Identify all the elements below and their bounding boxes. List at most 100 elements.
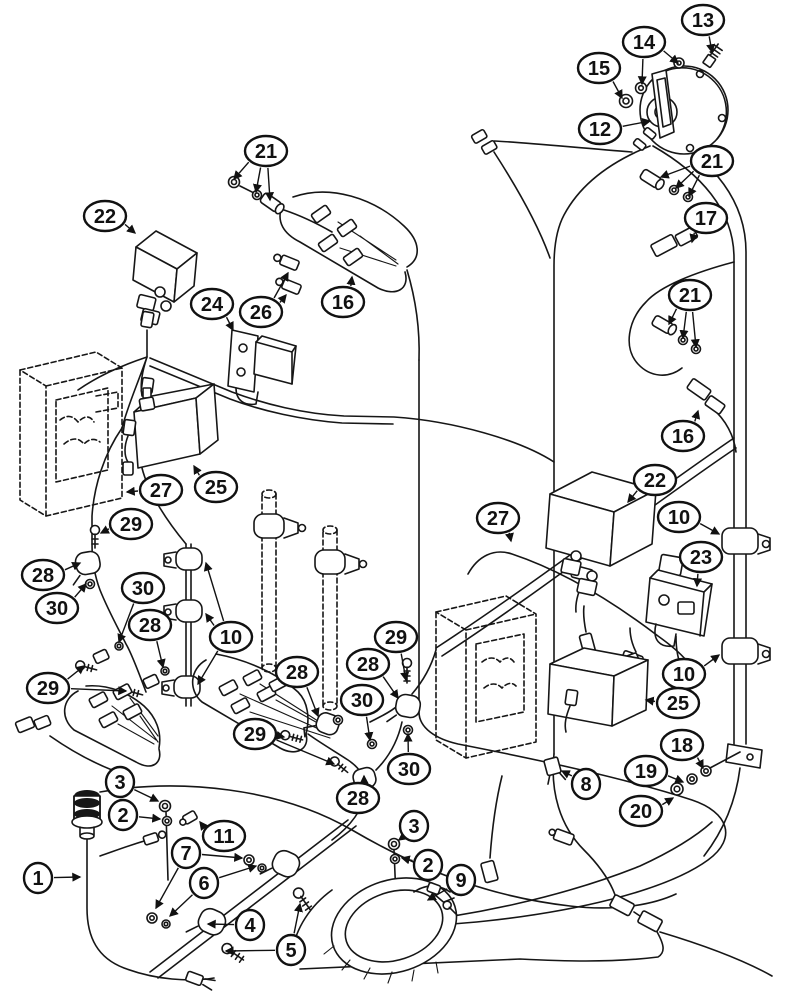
leader-arrow-21 <box>264 167 275 202</box>
callout-balloon <box>274 655 320 689</box>
callout-balloon <box>20 558 66 592</box>
leader-arrow-9 <box>426 888 448 901</box>
bolt-5a <box>292 887 313 911</box>
callout-balloon <box>689 144 735 178</box>
leader-arrow-30 <box>364 716 374 742</box>
screw-29-left <box>89 524 101 549</box>
leader-arrow-28 <box>306 687 320 718</box>
callout-balloon <box>623 754 669 788</box>
leader-arrow-30 <box>117 603 135 644</box>
leader-arrow-25 <box>644 696 656 706</box>
callout-balloon <box>339 683 385 717</box>
callout-9: 9 <box>445 863 477 897</box>
callout-number: 16 <box>672 426 694 448</box>
bolt-13 <box>702 43 723 69</box>
callout-22: 22 <box>632 463 678 497</box>
leader-arrow-6 <box>218 864 258 879</box>
callout-28: 28 <box>20 558 66 592</box>
callout-number: 21 <box>679 285 701 307</box>
connector-17 <box>650 226 699 257</box>
harness-s-loop-right <box>628 261 735 376</box>
callout-number: 7 <box>180 843 191 865</box>
clamp-28-right <box>386 693 422 723</box>
terminal-26a <box>273 253 300 271</box>
callout-balloon <box>335 781 381 815</box>
callout-balloon <box>108 507 154 541</box>
leader-arrow-22 <box>124 223 137 234</box>
leader-arrow-21 <box>679 311 689 340</box>
callout-balloon <box>577 112 623 146</box>
nut-3-left <box>158 799 172 813</box>
leader-arrow-10 <box>703 654 721 667</box>
post-2 <box>314 525 368 711</box>
lamp-22-left <box>132 230 198 329</box>
callout-number: 21 <box>701 151 723 173</box>
terminal-bottom-right-small <box>548 828 575 846</box>
callout-balloon <box>188 866 220 900</box>
callout-number: 25 <box>205 477 227 499</box>
callout-number: 27 <box>487 508 509 530</box>
callout-25: 25 <box>655 686 701 720</box>
leader-arrow-21 <box>252 167 262 194</box>
washer-6b <box>161 919 171 929</box>
callout-balloon <box>576 51 622 85</box>
callout-30: 30 <box>120 571 166 605</box>
callout-27: 27 <box>138 473 184 507</box>
grille-outline-right <box>435 595 537 759</box>
callout-balloon <box>127 608 173 642</box>
clamp-10-right-lower <box>721 637 771 665</box>
callout-balloon <box>193 470 239 504</box>
callout-number: 10 <box>673 664 695 686</box>
harness-run-a <box>393 359 727 926</box>
callout-22: 22 <box>82 199 128 233</box>
clamp-4a <box>259 849 301 878</box>
callout-number: 30 <box>132 578 154 600</box>
callout-number: 13 <box>692 10 714 32</box>
harness-post-inner <box>652 145 735 745</box>
callout-balloon <box>189 287 235 321</box>
leader-arrow-29 <box>67 665 86 680</box>
leader-arrow-7 <box>201 852 244 862</box>
nut-30-lower <box>366 738 378 750</box>
callout-10: 10 <box>661 657 707 691</box>
callout-balloon <box>680 3 726 37</box>
leader-lines-layer <box>53 36 721 956</box>
leader-arrow-13 <box>706 36 716 54</box>
leader-arrow-30 <box>74 582 87 598</box>
leader-arrow-10 <box>205 612 215 626</box>
callout-14: 14 <box>621 25 667 59</box>
leader-arrow-14 <box>637 58 647 86</box>
callout-balloon <box>25 671 71 705</box>
callout-number: 14 <box>633 32 656 54</box>
callout-balloon <box>398 809 430 843</box>
lamp-25-left <box>122 383 219 476</box>
connector-far-left <box>14 714 52 734</box>
callout-20: 20 <box>618 794 664 828</box>
callout-29: 29 <box>108 507 154 541</box>
leader-arrow-10 <box>699 522 721 535</box>
callout-number: 20 <box>630 801 652 823</box>
callout-16: 16 <box>660 419 706 453</box>
leader-arrow-27 <box>125 486 139 496</box>
leader-arrow-27 <box>504 532 514 543</box>
callout-29: 29 <box>232 717 278 751</box>
callout-number: 25 <box>667 693 689 715</box>
leader-arrow-7 <box>155 867 179 910</box>
leader-arrow-23 <box>693 573 703 588</box>
harness-long-run <box>149 357 555 463</box>
callout-15: 15 <box>576 51 622 85</box>
callout-26: 26 <box>238 295 284 329</box>
washer-6a <box>257 863 267 873</box>
clamp-28-left <box>72 550 101 586</box>
callout-number: 16 <box>332 292 354 314</box>
callout-number: 26 <box>250 302 272 324</box>
callout-10: 10 <box>208 620 254 654</box>
leader-arrow-26 <box>277 293 287 304</box>
callout-6: 6 <box>188 866 220 900</box>
leader-arrow-6 <box>169 894 193 917</box>
callout-number: 11 <box>213 826 234 848</box>
leader-arrow-16 <box>346 275 356 287</box>
leader-arrow-21 <box>233 161 250 181</box>
